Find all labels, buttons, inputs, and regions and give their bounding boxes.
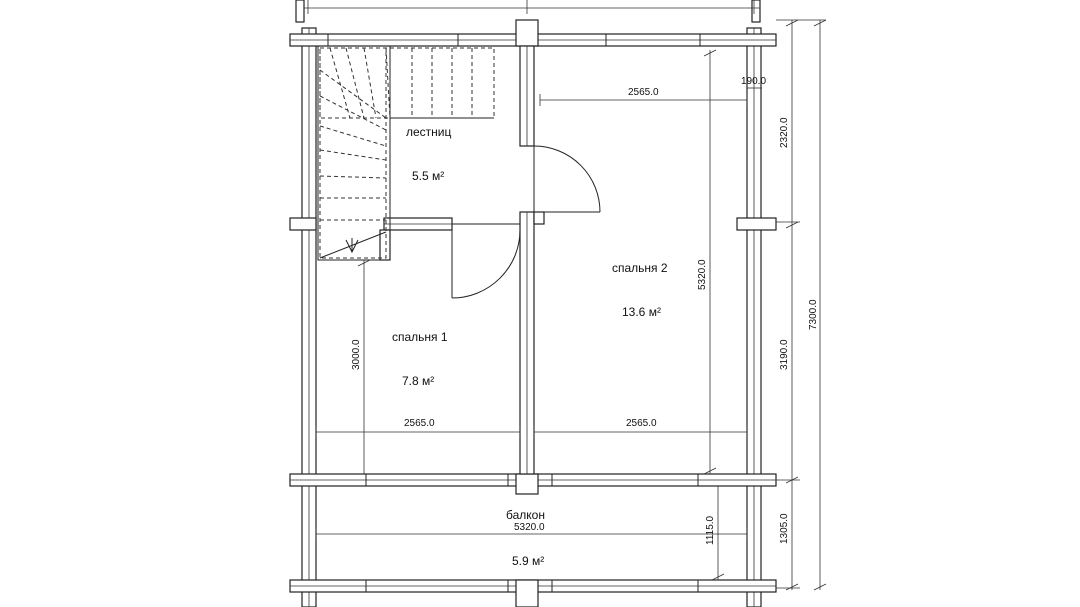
bedroom2-bottom-width-label: 2565.0	[626, 418, 657, 429]
wall-thickness-label: 190.0	[741, 76, 766, 87]
stairs-room-name: лестниц	[406, 125, 452, 139]
balcony-width-label: 5320.0	[514, 522, 545, 533]
bedroom1-area: 7.8 м²	[402, 374, 434, 388]
log-ends	[289, 0, 777, 607]
bedroom1-name: спальня 1	[392, 330, 448, 344]
interior-walls	[379, 45, 545, 475]
balcony-openings	[365, 474, 699, 592]
bedroom2-height-label: 5320.0	[697, 259, 708, 290]
right-lower-label: 3190.0	[779, 339, 790, 370]
top-windows	[327, 34, 701, 46]
stairs-room-area: 5.5 м²	[412, 169, 444, 183]
bedroom1-height-label: 3000.0	[351, 339, 362, 370]
right-upper-label: 2320.0	[779, 117, 790, 148]
bedroom2-top-width-label: 2565.0	[628, 87, 659, 98]
total-height-label: 7300.0	[808, 299, 819, 330]
balcony-name: балкон	[506, 508, 545, 522]
bedroom1-width-label: 2565.0	[404, 418, 435, 429]
staircase	[317, 45, 495, 261]
balcony-inner-depth-label: 1115.0	[705, 515, 716, 545]
dimension-lines	[304, 0, 827, 591]
balcony-area: 5.9 м²	[512, 554, 544, 568]
balcony-depth-label: 1305.0	[779, 513, 790, 544]
bedroom2-name: спальня 2	[612, 261, 668, 275]
doors	[451, 145, 601, 299]
bedroom2-area: 13.6 м²	[622, 305, 661, 319]
